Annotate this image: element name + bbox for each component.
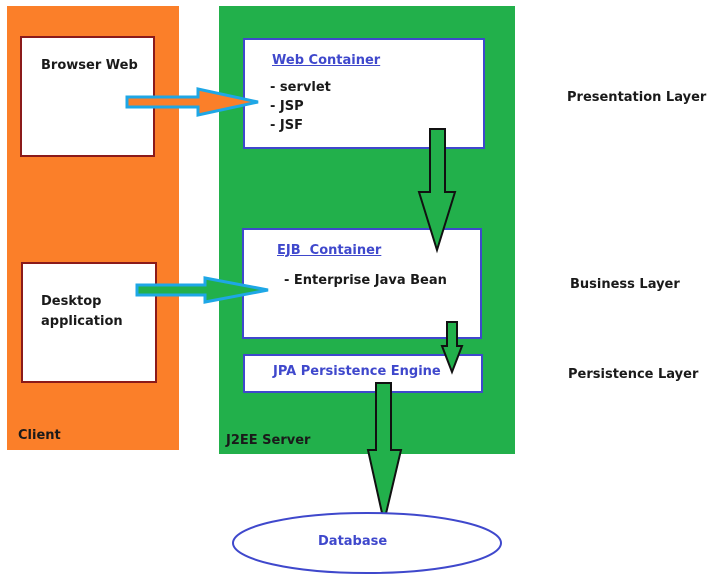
ejb-container-title: EJB Container (277, 243, 382, 258)
client-label: Client (18, 428, 61, 443)
browser-web-label: Browser Web (41, 58, 138, 73)
desktop-label-line1: Desktop (41, 294, 102, 309)
web-container-title: Web Container (272, 53, 381, 68)
database-label: Database (318, 534, 388, 549)
jpa-engine-title: JPA Persistence Engine (273, 364, 441, 379)
ejb-to-jpa-arrow (440, 321, 464, 375)
business-layer-label: Business Layer (570, 277, 680, 292)
j2ee-server-label: J2EE Server (226, 433, 311, 448)
persistence-layer-label: Persistence Layer (568, 367, 699, 382)
web-to-ejb-arrow (417, 128, 457, 254)
database-ellipse (232, 512, 502, 574)
ejb-item-enterprise-java-bean: - Enterprise Java Bean (284, 273, 447, 288)
web-item-jsf: - JSF (270, 118, 304, 133)
jpa-to-database-arrow (366, 382, 403, 523)
jpa-engine-box (243, 354, 483, 393)
presentation-layer-label: Presentation Layer (567, 90, 707, 105)
desktop-to-ejb-arrow (135, 276, 269, 304)
desktop-application-box: Desktop application (21, 262, 157, 383)
desktop-label-line2: application (41, 314, 123, 329)
web-item-servlet: - servlet (270, 80, 331, 95)
web-container-box (243, 38, 485, 149)
browser-to-web-arrow (125, 87, 259, 117)
ejb-container-box (242, 228, 482, 339)
web-item-jsp: - JSP (270, 99, 304, 114)
